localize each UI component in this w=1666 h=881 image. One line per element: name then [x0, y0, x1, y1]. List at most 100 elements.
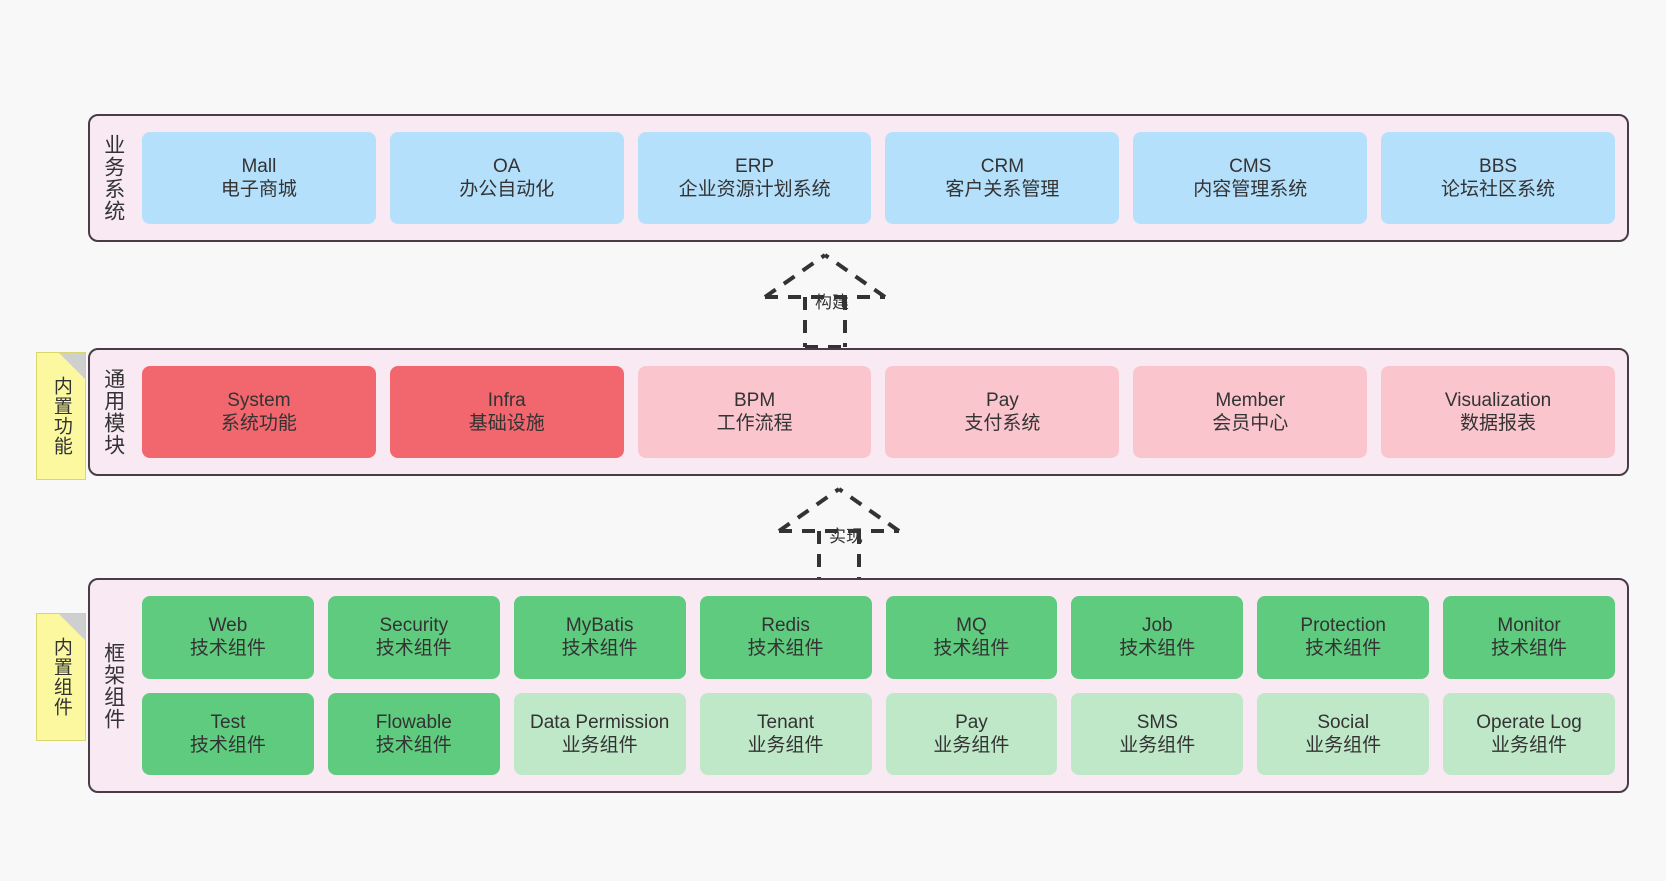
- card-cms[interactable]: CMS 内容管理系统: [1133, 132, 1368, 224]
- card-operate-log[interactable]: Operate Log 业务组件: [1443, 692, 1615, 775]
- card-tenant[interactable]: Tenant 业务组件: [699, 692, 872, 775]
- layer-common-module: 通用模块 System 系统功能 Infra 基础设施 BPM 工作流程: [88, 348, 1629, 476]
- note-fold-corner: [59, 614, 85, 640]
- connector-implement: 实现: [771, 476, 971, 586]
- card-visualization[interactable]: Visualization 数据报表: [1381, 366, 1615, 458]
- card-subtitle: 技术组件: [561, 638, 638, 660]
- card-subtitle: 业务组件: [1305, 734, 1382, 756]
- card-title: Test: [210, 711, 246, 733]
- card-title: System: [227, 389, 291, 411]
- card-title: SMS: [1136, 711, 1178, 733]
- layer-body-framework-component: Web 技术组件 Security 技术组件 MyBatis 技术组件 Redi…: [136, 580, 1627, 791]
- card-mq[interactable]: MQ 技术组件: [885, 596, 1058, 679]
- arrowhead-left-edge: [777, 487, 841, 533]
- card-web[interactable]: Web 技术组件: [142, 596, 314, 679]
- card-title: MyBatis: [565, 615, 634, 637]
- card-monitor[interactable]: Monitor 技术组件: [1443, 596, 1615, 679]
- layer-title-framework-component: 框架组件: [101, 641, 125, 730]
- connector-label-implement: 实现: [829, 527, 863, 546]
- card-data-permission[interactable]: Data Permission 业务组件: [513, 692, 686, 775]
- card-title: Job: [1141, 615, 1173, 637]
- card-crm[interactable]: CRM 客户关系管理: [885, 132, 1120, 224]
- card-subtitle: 技术组件: [933, 638, 1010, 660]
- card-title: Visualization: [1444, 389, 1552, 411]
- card-title: Security: [379, 615, 449, 637]
- card-infra[interactable]: Infra 基础设施: [389, 366, 624, 458]
- card-erp[interactable]: ERP 企业资源计划系统: [637, 132, 872, 224]
- card-title: MQ: [956, 615, 987, 637]
- card-title: Redis: [761, 615, 810, 637]
- card-row: Mall 电子商城 OA 办公自动化 ERP 企业资源计划系统 CRM 客户关系…: [142, 132, 1615, 224]
- card-title: Social: [1317, 711, 1370, 733]
- card-title: Pay: [955, 711, 988, 733]
- note-fold-corner: [59, 353, 85, 379]
- card-oa[interactable]: OA 办公自动化: [389, 132, 624, 224]
- card-test[interactable]: Test 技术组件: [142, 692, 314, 775]
- card-title: Member: [1215, 389, 1286, 411]
- card-flowable[interactable]: Flowable 技术组件: [327, 692, 500, 775]
- card-title: Monitor: [1497, 615, 1561, 637]
- card-title: Tenant: [757, 711, 815, 733]
- card-subtitle: 技术组件: [375, 638, 452, 660]
- card-bbs[interactable]: BBS 论坛社区系统: [1381, 132, 1615, 224]
- card-subtitle: 技术组件: [375, 734, 452, 756]
- card-pay-module[interactable]: Pay 支付系统: [885, 366, 1120, 458]
- card-row: Web 技术组件 Security 技术组件 MyBatis 技术组件 Redi…: [142, 596, 1615, 679]
- connector-label-build: 构建: [815, 293, 849, 312]
- card-title: Pay: [986, 389, 1019, 411]
- card-title: BBS: [1479, 155, 1518, 177]
- card-title: OA: [493, 155, 521, 177]
- card-security[interactable]: Security 技术组件: [327, 596, 500, 679]
- sticky-note-builtin-component: 内置组件: [36, 613, 86, 741]
- arrowhead-left-edge: [763, 253, 827, 299]
- card-subtitle: 办公自动化: [459, 179, 555, 200]
- card-bpm[interactable]: BPM 工作流程: [637, 366, 872, 458]
- card-title: Mall: [241, 155, 277, 177]
- card-subtitle: 业务组件: [561, 734, 638, 756]
- card-sms[interactable]: SMS 业务组件: [1071, 692, 1244, 775]
- card-subtitle: 基础设施: [468, 413, 545, 434]
- card-pay-component[interactable]: Pay 业务组件: [885, 692, 1058, 775]
- card-subtitle: 技术组件: [189, 638, 266, 660]
- card-subtitle: 客户关系管理: [945, 179, 1060, 200]
- card-title: BPM: [733, 389, 776, 411]
- card-subtitle: 业务组件: [747, 734, 824, 756]
- layer-framework-component: 框架组件 Web 技术组件 Security 技术组件 MyBatis 技术组件: [88, 578, 1629, 793]
- sticky-note-builtin-function: 内置功能: [36, 352, 86, 480]
- card-title: ERP: [735, 155, 775, 177]
- card-subtitle: 会员中心: [1212, 413, 1289, 434]
- card-title: CRM: [980, 155, 1025, 177]
- card-subtitle: 论坛社区系统: [1441, 179, 1556, 200]
- card-title: Flowable: [375, 711, 452, 733]
- card-subtitle: 数据报表: [1460, 413, 1537, 434]
- card-subtitle: 业务组件: [1119, 734, 1196, 756]
- card-mall[interactable]: Mall 电子商城: [142, 132, 376, 224]
- card-subtitle: 技术组件: [747, 638, 824, 660]
- card-row: System 系统功能 Infra 基础设施 BPM 工作流程 Pay 支付系统: [142, 366, 1615, 458]
- card-subtitle: 业务组件: [933, 734, 1010, 756]
- card-subtitle: 系统功能: [220, 413, 297, 434]
- layer-title-common-module: 通用模块: [101, 368, 125, 456]
- note-label: 内置功能: [50, 376, 72, 456]
- card-title: Protection: [1300, 615, 1386, 637]
- card-subtitle: 业务组件: [1491, 734, 1568, 756]
- card-mybatis[interactable]: MyBatis 技术组件: [513, 596, 686, 679]
- card-subtitle: 支付系统: [964, 413, 1041, 434]
- card-subtitle: 内容管理系统: [1193, 179, 1308, 200]
- note-label: 内置组件: [50, 637, 72, 717]
- card-subtitle: 技术组件: [189, 734, 266, 756]
- card-job[interactable]: Job 技术组件: [1071, 596, 1244, 679]
- card-redis[interactable]: Redis 技术组件: [699, 596, 872, 679]
- card-member[interactable]: Member 会员中心: [1133, 366, 1368, 458]
- card-subtitle: 企业资源计划系统: [678, 179, 831, 200]
- layer-body-common-module: System 系统功能 Infra 基础设施 BPM 工作流程 Pay 支付系统: [136, 350, 1627, 474]
- card-title: Data Permission: [529, 711, 670, 733]
- card-protection[interactable]: Protection 技术组件: [1257, 596, 1430, 679]
- layer-title-business-system: 业务系统: [101, 134, 125, 222]
- card-subtitle: 技术组件: [1119, 638, 1196, 660]
- card-social[interactable]: Social 业务组件: [1257, 692, 1430, 775]
- card-system[interactable]: System 系统功能: [142, 366, 376, 458]
- card-subtitle: 技术组件: [1305, 638, 1382, 660]
- card-title: Web: [208, 615, 248, 637]
